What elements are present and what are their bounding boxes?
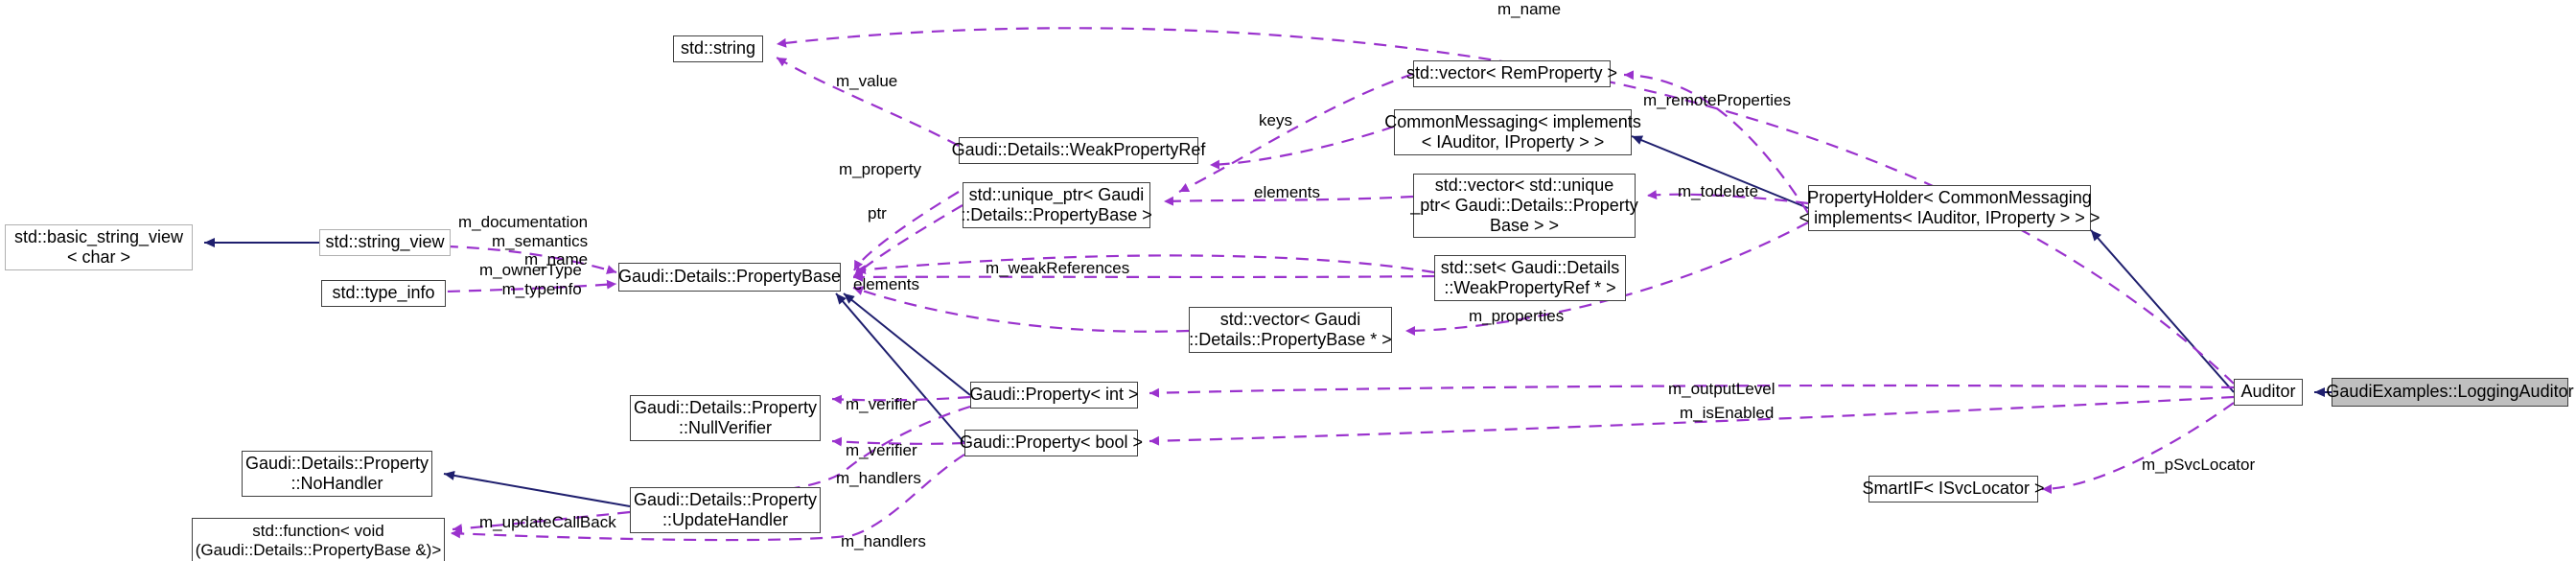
edge-label-m-verifier-1: m_verifier bbox=[846, 395, 917, 413]
usage-edges bbox=[318, 27, 2235, 542]
edge-label-ptr: ptr bbox=[868, 204, 887, 222]
edge-label-keys: keys bbox=[1259, 111, 1292, 129]
node-gaudi-details-propertybase[interactable]: Gaudi::Details::PropertyBase bbox=[618, 263, 841, 292]
node-commonmessaging[interactable]: CommonMessaging< implements < IAuditor, … bbox=[1384, 109, 1641, 155]
node-gaudiexamples-loggingauditor[interactable]: GaudiExamples::LoggingAuditor bbox=[2326, 378, 2574, 407]
edge-label-m-handlers-2: m_handlers bbox=[841, 532, 926, 550]
edge-label-m-psvclocator: m_pSvcLocator bbox=[2142, 456, 2256, 474]
node-std-basic-string-view[interactable]: std::basic_string_view < char > bbox=[5, 224, 193, 270]
node-gaudi-property-int[interactable]: Gaudi::Property< int > bbox=[969, 382, 1139, 409]
edge-label-m-properties: m_properties bbox=[1469, 307, 1565, 325]
node-std-set-weakpropertyref-ptr[interactable]: std::set< Gaudi::Details ::WeakPropertyR… bbox=[1434, 255, 1626, 301]
node-gaudi-details-property-updatehandler[interactable]: Gaudi::Details::Property ::UpdateHandler bbox=[630, 487, 821, 533]
node-std-type-info[interactable]: std::type_info bbox=[321, 280, 446, 307]
node-auditor[interactable]: Auditor bbox=[2234, 379, 2303, 406]
node-std-string[interactable]: std::string bbox=[673, 35, 763, 62]
node-gaudi-property-bool[interactable]: Gaudi::Property< bool > bbox=[960, 430, 1143, 456]
node-gaudi-details-property-nohandler[interactable]: Gaudi::Details::Property ::NoHandler bbox=[242, 451, 432, 497]
node-std-vector-propertybase-ptr[interactable]: std::vector< Gaudi ::Details::PropertyBa… bbox=[1189, 307, 1392, 353]
node-smartif-isvclocator[interactable]: SmartIF< ISvcLocator > bbox=[1862, 476, 2045, 503]
edge-label-m-name: m_name bbox=[1497, 0, 1562, 18]
edge-label-m-handlers-1: m_handlers bbox=[836, 469, 921, 487]
node-std-string-view[interactable]: std::string_view bbox=[319, 229, 451, 256]
edge-label-elements-top: elements bbox=[1254, 183, 1320, 201]
edge-label-m-isenabled: m_isEnabled bbox=[1680, 404, 1775, 422]
node-propertyholder[interactable]: PropertyHolder< CommonMessaging < implem… bbox=[1799, 185, 2100, 231]
edge-label-m-verifier-2: m_verifier bbox=[846, 441, 917, 459]
node-std-vector-unique-ptr-propertybase[interactable]: std::vector< std::unique _ptr< Gaudi::De… bbox=[1410, 174, 1638, 238]
node-gaudi-details-weakpropertyref[interactable]: Gaudi::Details::WeakPropertyRef bbox=[952, 137, 1205, 164]
edge-label-m-property: m_property bbox=[839, 160, 921, 178]
node-std-unique-ptr-propertybase[interactable]: std::unique_ptr< Gaudi ::Details::Proper… bbox=[961, 182, 1152, 228]
edge-label-m-value: m_value bbox=[836, 72, 898, 90]
edge-label-m-updatecallback: m_updateCallBack bbox=[479, 513, 616, 531]
edge-label-m-weakreferences: m_weakReferences bbox=[986, 259, 1130, 277]
edge-label-m-ownertype-group: m_ownerType m_typeinfo bbox=[479, 261, 582, 298]
edge-label-m-outputlevel: m_outputLevel bbox=[1668, 380, 1775, 398]
edge-label-m-todelete: m_todelete bbox=[1678, 182, 1759, 200]
node-std-vector-remproperty[interactable]: std::vector< RemProperty > bbox=[1406, 60, 1617, 87]
edge-label-m-remoteproperties: m_remoteProperties bbox=[1643, 91, 1792, 109]
node-gaudi-details-property-nullverifier[interactable]: Gaudi::Details::Property ::NullVerifier bbox=[630, 395, 821, 441]
node-std-function-void-propertybase[interactable]: std::function< void (Gaudi::Details::Pro… bbox=[192, 518, 445, 561]
edge-label-elements-mid: elements bbox=[853, 275, 919, 293]
